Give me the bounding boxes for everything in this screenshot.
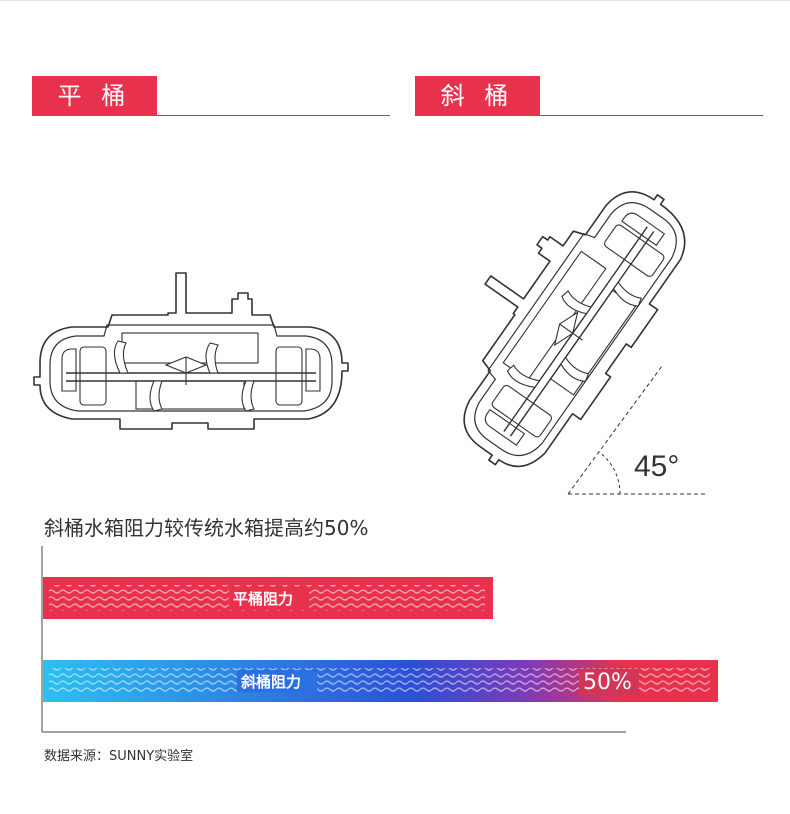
section-header-tilted-tub: 斜 桶	[415, 76, 763, 116]
data-source: 数据来源：SUNNY实验室	[44, 749, 194, 764]
header-underline	[540, 115, 763, 116]
flat-tub-bar-label: 平桶阻力	[233, 590, 293, 608]
section-header-flat-tub: 平 桶	[32, 76, 390, 116]
flat-tub-label: 平 桶	[32, 76, 157, 116]
header-underline	[157, 115, 390, 116]
percent-label-background	[579, 669, 639, 695]
tilted-tub-bar-label: 斜桶阻力	[240, 673, 301, 691]
chart-title: 斜桶水箱阻力较传统水箱提高约50%	[44, 516, 369, 540]
angle-indicator: 45°	[567, 365, 708, 495]
tilted-tub-tank-illustration	[402, 142, 713, 491]
flat-tub-tank-illustration	[33, 272, 349, 430]
bar-label-background	[237, 670, 317, 692]
bar-label-background	[229, 587, 309, 609]
angle-label: 45°	[634, 450, 679, 483]
top-divider	[0, 0, 790, 1]
increase-percent-label: 50%	[583, 670, 632, 695]
tilted-tub-label: 斜 桶	[415, 76, 540, 116]
